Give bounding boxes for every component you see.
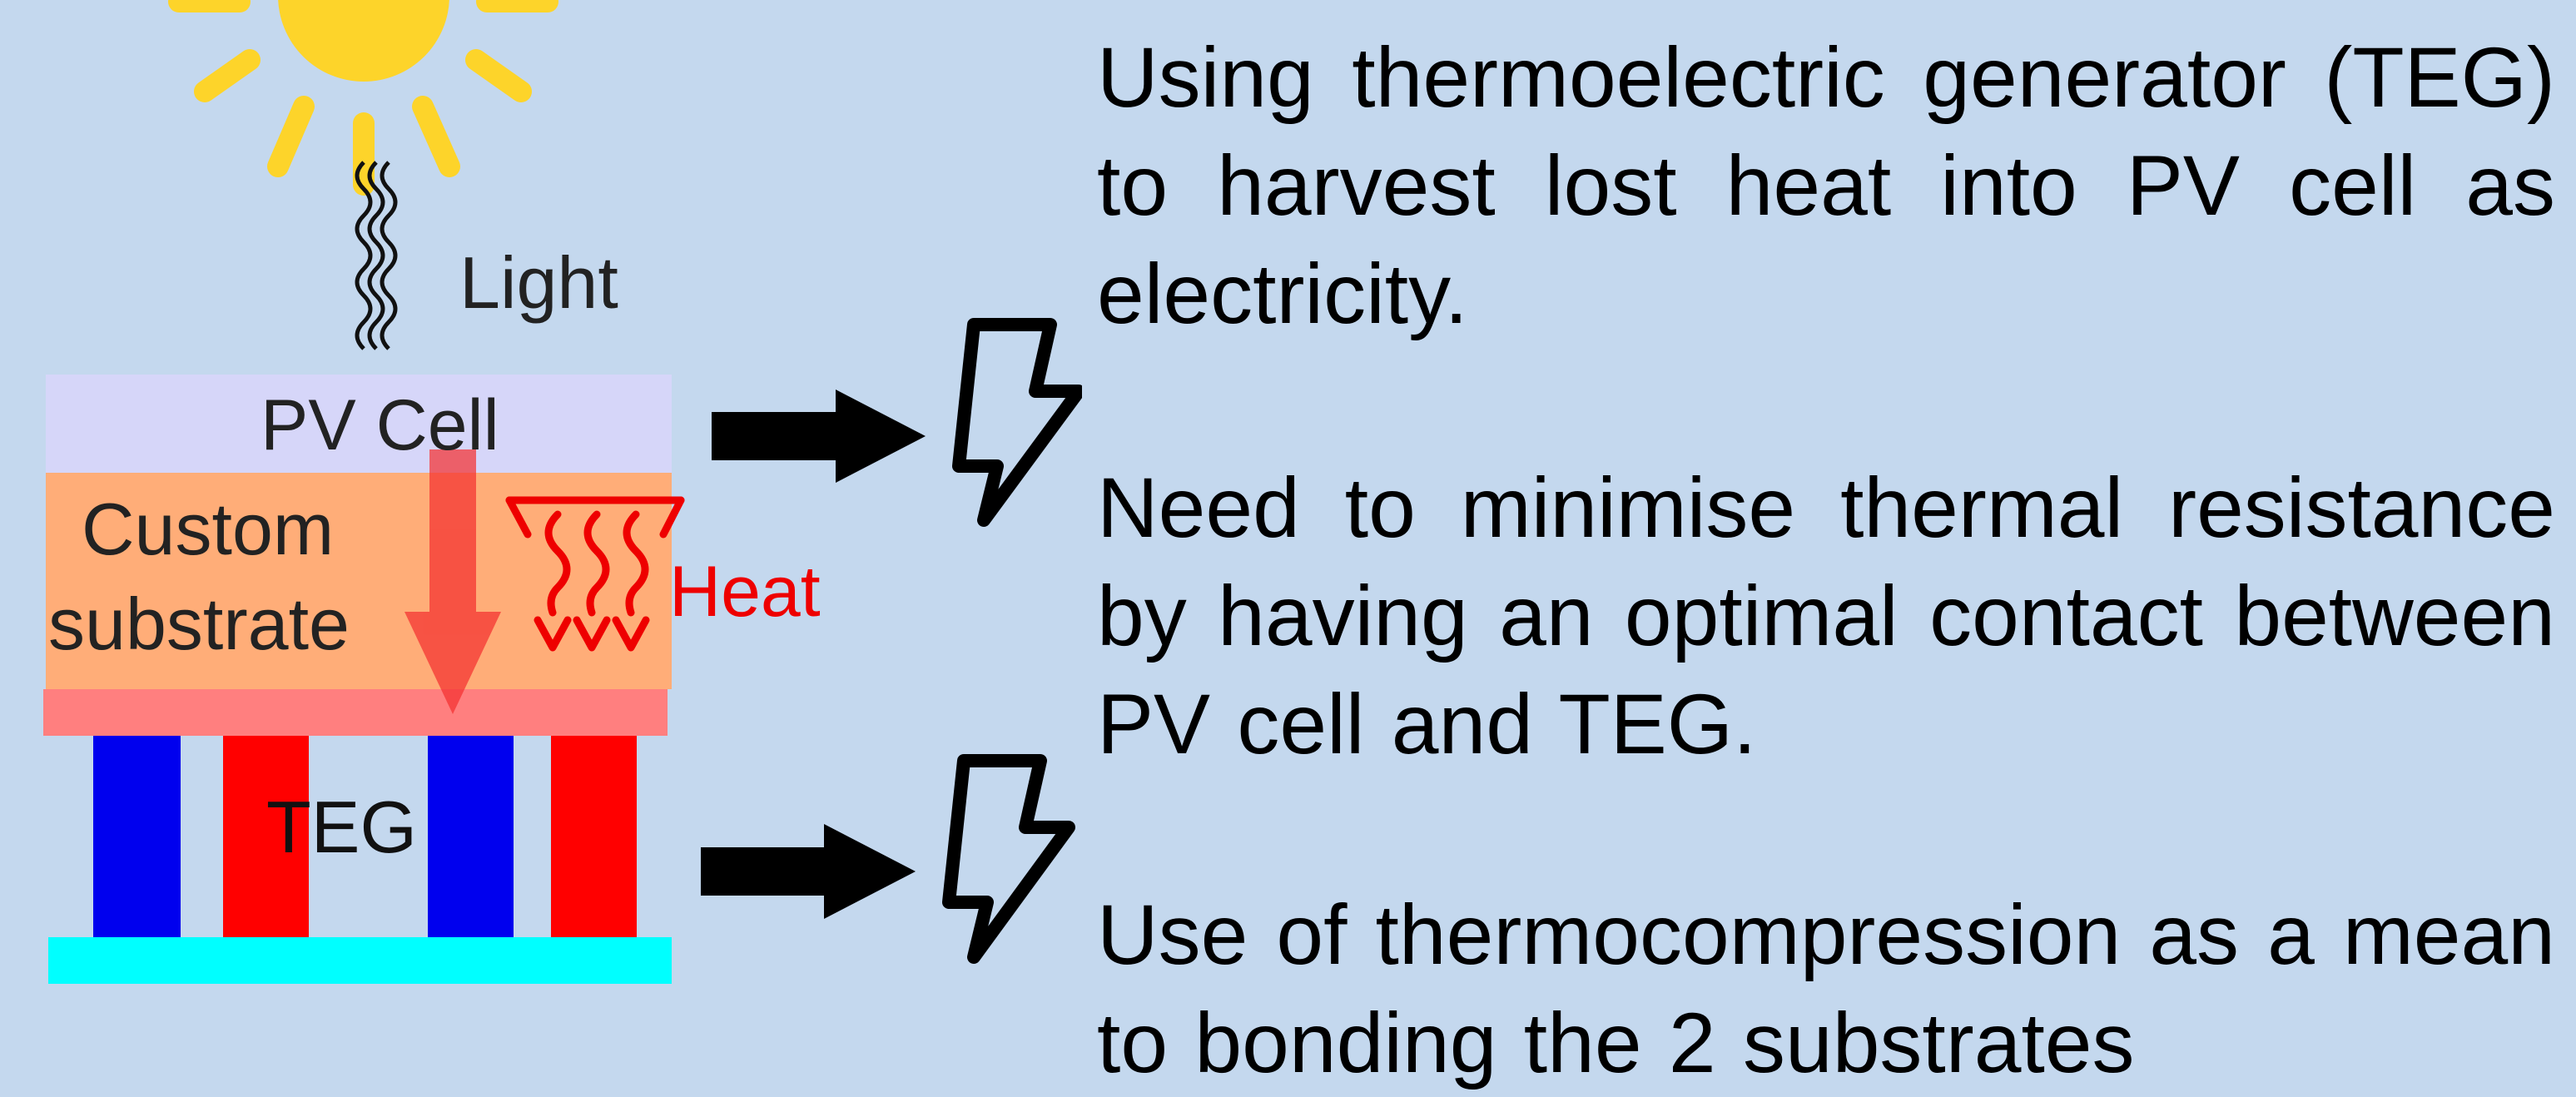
teg-label: TEG	[266, 786, 417, 868]
description-paragraph-teg-harvest: Using thermoelectric generator (TEG) to …	[1097, 30, 2555, 341]
description-paragraph-thermocompression: Use of thermocompression as a mean to bo…	[1097, 887, 2555, 1090]
lightning-icon	[942, 754, 1075, 964]
teg-n-leg	[428, 736, 514, 937]
sun-ray	[267, 96, 315, 177]
pv-cell-label: PV Cell	[261, 385, 499, 465]
arrow-right-icon	[712, 390, 926, 483]
heat-flow-arrow	[405, 449, 501, 714]
sun-disc	[278, 0, 449, 82]
light-waves	[355, 161, 398, 350]
light-wave	[380, 161, 398, 350]
light-wave	[367, 161, 385, 350]
sun-icon	[168, 0, 558, 196]
pv-teg-diagram: Light PV Cell Custom substrate Heat TEG	[43, 0, 1082, 984]
heat-label: Heat	[669, 552, 821, 632]
contact-layer	[43, 689, 668, 736]
light-wave	[355, 161, 373, 350]
sun-ray	[465, 49, 532, 102]
substrate-label-line2: substrate	[48, 583, 350, 665]
arrow-right-icon	[701, 824, 916, 919]
teg-p-leg	[223, 736, 309, 937]
heat-icon	[505, 496, 685, 652]
teg-p-leg	[551, 736, 637, 937]
sun-ray	[412, 96, 460, 177]
description-paragraph-thermal-resistance: Need to minimise thermal resistance by h…	[1097, 460, 2555, 772]
teg-n-leg	[93, 736, 181, 937]
teg-base	[48, 937, 672, 984]
sun-ray	[194, 49, 261, 102]
lightning-icon	[952, 318, 1082, 527]
light-label: Light	[459, 241, 618, 324]
substrate-label-line1: Custom	[82, 488, 334, 570]
pv-cell-layer	[46, 375, 672, 473]
